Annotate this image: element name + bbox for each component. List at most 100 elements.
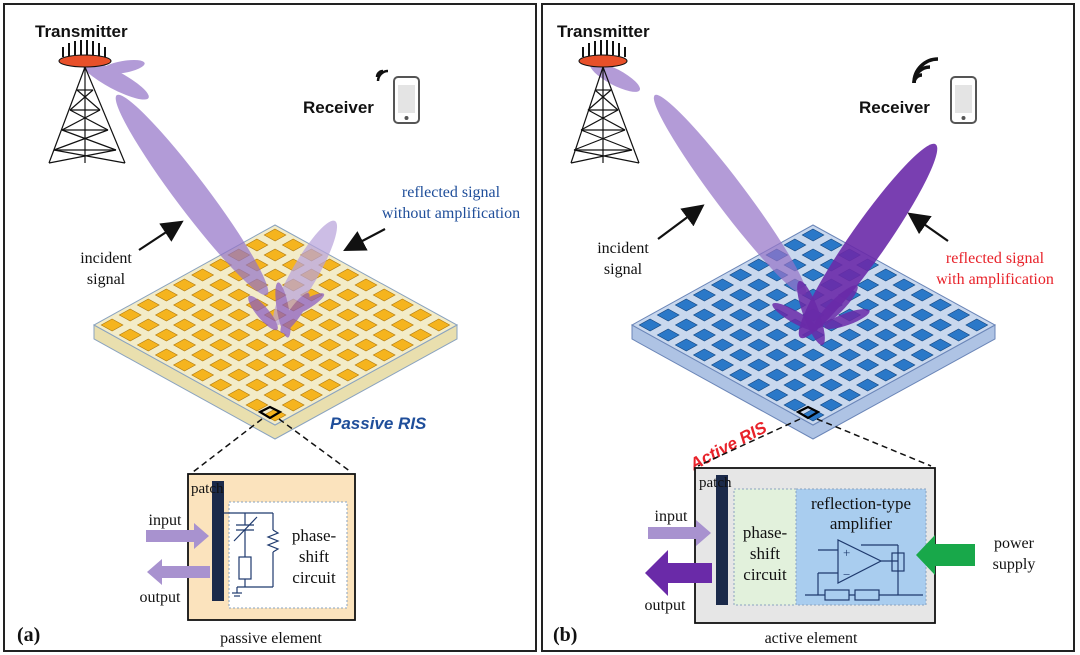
ris-patch bbox=[928, 298, 952, 312]
ris-patch bbox=[874, 368, 898, 382]
ris-patch bbox=[245, 238, 269, 252]
ris-patch bbox=[965, 318, 989, 332]
element-caption: active element bbox=[765, 630, 858, 647]
ris-patch bbox=[910, 288, 934, 302]
ris-patch bbox=[765, 348, 789, 362]
ris-patch bbox=[154, 288, 178, 302]
ris-patch bbox=[783, 378, 807, 392]
ris-patch bbox=[191, 348, 215, 362]
ris-patch bbox=[191, 308, 215, 322]
zoom-line-right bbox=[816, 418, 932, 467]
ris-patch bbox=[354, 298, 378, 312]
output-label: output bbox=[140, 589, 181, 606]
ris-patch bbox=[729, 268, 753, 282]
ris-patch bbox=[874, 308, 898, 322]
ris-patch bbox=[874, 288, 898, 302]
ris-patch bbox=[336, 308, 360, 322]
ris-patch bbox=[874, 268, 898, 282]
ris-patch bbox=[656, 308, 680, 322]
ris-patch bbox=[801, 248, 825, 262]
ris-patch bbox=[910, 348, 934, 362]
ris-patch bbox=[172, 278, 197, 292]
incident-label-line2: signal bbox=[604, 261, 643, 278]
ris-patch bbox=[281, 338, 305, 352]
phase-shift-line3: circuit bbox=[292, 568, 336, 587]
ris-patch bbox=[227, 368, 251, 382]
transmitter-tower-icon bbox=[48, 66, 126, 164]
passive-ris-label: Passive RIS bbox=[330, 414, 427, 433]
ris-patch bbox=[173, 298, 197, 312]
incident-label-line1: incident bbox=[597, 240, 649, 257]
zoom-line-left bbox=[192, 418, 263, 473]
ris-patch bbox=[336, 288, 360, 302]
passive-beams bbox=[81, 59, 338, 338]
ris-patch bbox=[354, 358, 378, 372]
ris-patch bbox=[801, 268, 825, 282]
output-label: output bbox=[645, 597, 686, 614]
ris-patch bbox=[354, 338, 378, 352]
reflected-arrow bbox=[343, 228, 386, 252]
ris-patch bbox=[263, 388, 287, 402]
ris-patch bbox=[336, 268, 360, 282]
phase-shift-line1: phase- bbox=[743, 523, 788, 542]
incident-label-line1: incident bbox=[80, 250, 132, 267]
ris-patch bbox=[245, 378, 269, 392]
ris-patch bbox=[263, 348, 287, 362]
ris-patch bbox=[656, 328, 680, 342]
ris-patch bbox=[191, 328, 215, 342]
ris-patch bbox=[209, 378, 233, 392]
ris-patch bbox=[300, 328, 324, 342]
ris-patch bbox=[801, 388, 825, 402]
ris-patch bbox=[227, 328, 251, 342]
power-supply-arrow bbox=[916, 535, 975, 575]
ris-patch bbox=[245, 358, 269, 372]
ris-patch bbox=[263, 328, 287, 342]
receiver-label: Receiver bbox=[303, 98, 374, 117]
ris-patch bbox=[263, 368, 287, 382]
ris-patch bbox=[947, 308, 971, 322]
ris-patch bbox=[173, 318, 197, 332]
ris-patch bbox=[692, 288, 716, 302]
receiver-label: Receiver bbox=[859, 98, 930, 117]
ris-patch bbox=[910, 308, 934, 322]
panel-tag: (a) bbox=[17, 624, 40, 646]
op-amp-circuit-icon: + − bbox=[805, 539, 923, 601]
incident-arrow bbox=[657, 204, 705, 240]
amplifier-line2: amplifier bbox=[830, 514, 893, 533]
ris-patch bbox=[245, 338, 269, 352]
active-ris-diagram: Transmitter Receiver incident signal ref… bbox=[553, 22, 1054, 647]
ris-patch bbox=[729, 348, 753, 362]
ris-patch bbox=[856, 318, 880, 332]
transmitter-tower-icon bbox=[570, 66, 640, 164]
ris-patch bbox=[747, 258, 771, 272]
ris-patch bbox=[892, 318, 916, 332]
panel-active-ris: Transmitter Receiver incident signal ref… bbox=[541, 3, 1075, 652]
ris-patch bbox=[856, 338, 880, 352]
ris-patch bbox=[729, 368, 753, 382]
passive-ris-diagram: Transmitter Receiver incident signal ref… bbox=[17, 22, 520, 647]
ris-patch bbox=[729, 308, 753, 322]
ris-patch bbox=[801, 348, 825, 362]
ris-patch bbox=[136, 298, 160, 312]
passive-ris-board bbox=[92, 224, 459, 440]
ris-patch bbox=[837, 368, 862, 382]
ris-patch bbox=[837, 388, 861, 402]
ris-patch bbox=[747, 298, 771, 312]
power-supply-line2: supply bbox=[993, 556, 1036, 573]
ris-patch bbox=[281, 358, 305, 372]
ris-patch bbox=[372, 328, 396, 342]
passive-element-box: phase- shift circuit patch bbox=[187, 473, 356, 621]
ris-patch bbox=[118, 328, 142, 342]
wifi-signal-icon bbox=[375, 69, 389, 82]
ris-patch bbox=[154, 308, 178, 322]
ris-patch bbox=[154, 328, 178, 342]
patch-label: patch bbox=[699, 475, 732, 491]
zoom-line-left bbox=[697, 418, 801, 467]
ris-patch bbox=[747, 318, 771, 332]
ris-patch bbox=[856, 378, 880, 392]
ris-patch bbox=[674, 318, 698, 332]
ris-patch bbox=[674, 338, 698, 352]
ris-patch bbox=[299, 388, 323, 402]
ris-patch bbox=[173, 338, 197, 352]
input-arrow bbox=[146, 523, 209, 549]
